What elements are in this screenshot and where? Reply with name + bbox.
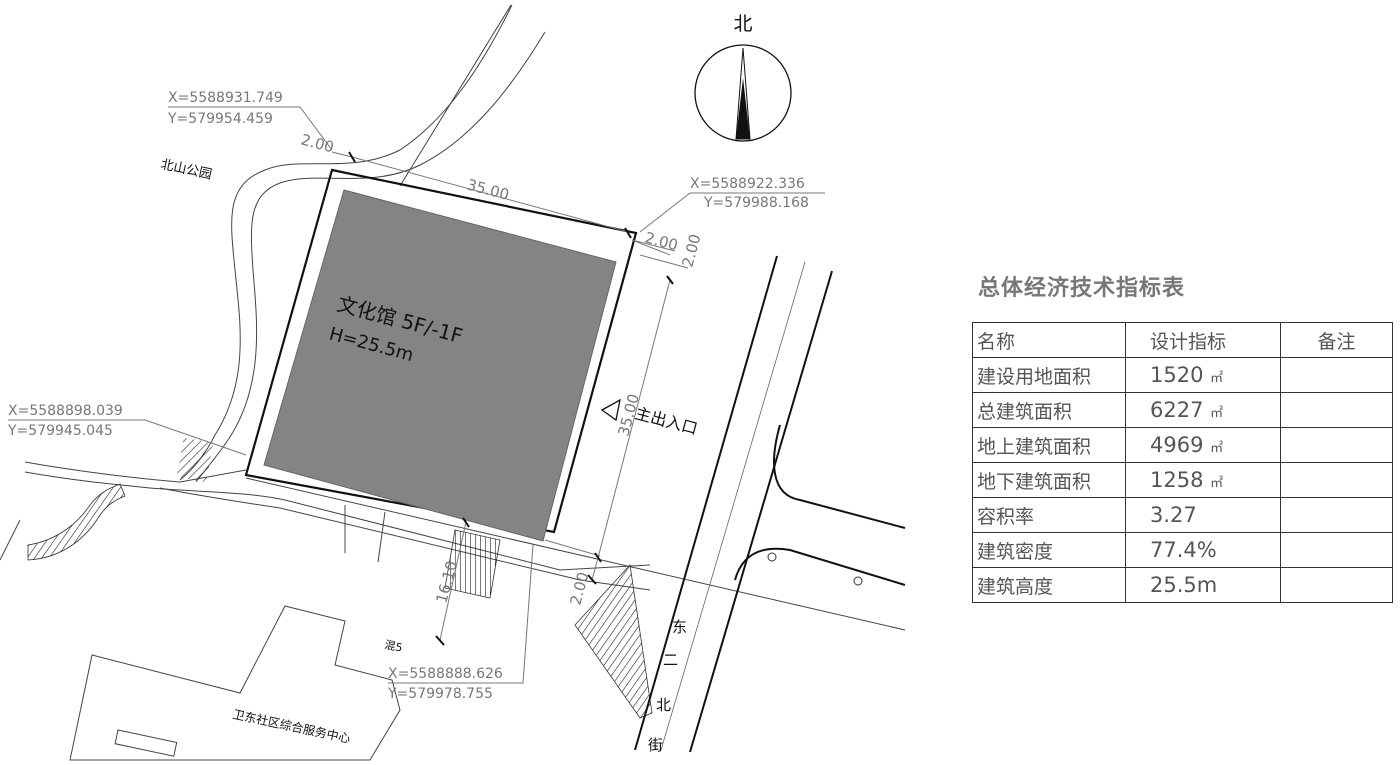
table-row: 建筑密度 77.4% bbox=[972, 532, 1393, 568]
street-char: 北 bbox=[656, 696, 671, 714]
dim-right-offset-a: 2.00 bbox=[643, 228, 680, 254]
service-center-label: 卫东社区综合服务中心 bbox=[231, 706, 352, 746]
path-stair-hatch bbox=[176, 437, 214, 483]
row-value: 1520 ㎡ bbox=[1125, 357, 1281, 393]
row-note bbox=[1280, 567, 1393, 603]
lower-road bbox=[0, 461, 651, 571]
street-char: 二 bbox=[663, 651, 678, 669]
front-road bbox=[159, 477, 906, 631]
value-unit: ㎡ bbox=[1210, 371, 1224, 386]
dim-top-offset: 2.00 bbox=[299, 130, 336, 156]
table-row: 地下建筑面积 1258 ㎡ bbox=[972, 462, 1393, 498]
row-note bbox=[1280, 532, 1393, 568]
row-value: 3.27 bbox=[1125, 497, 1281, 533]
street-char: 东 bbox=[672, 618, 687, 636]
coord-x: X=5588898.039 bbox=[8, 403, 123, 419]
table-row: 建设用地面积 1520 ㎡ bbox=[972, 357, 1393, 393]
value-number: 25.5m bbox=[1150, 573, 1218, 597]
site-boundary bbox=[244, 168, 638, 534]
coord-x: X=5588922.336 bbox=[690, 176, 805, 192]
row-value: 77.4% bbox=[1125, 532, 1281, 568]
coord-y: Y=579945.045 bbox=[7, 423, 113, 439]
table-title: 总体经济技术指标表 bbox=[978, 276, 1186, 301]
header-note: 备注 bbox=[1280, 322, 1393, 358]
row-name: 建筑高度 bbox=[972, 567, 1126, 603]
row-value: 4969 ㎡ bbox=[1125, 427, 1281, 463]
marker-circle bbox=[767, 552, 777, 562]
coord-1: X=5588931.749 Y=579954.459 bbox=[167, 90, 283, 127]
indicator-table: 名称 设计指标 备注 建设用地面积 1520 ㎡ 总建筑面积 6227 ㎡ 地上… bbox=[972, 322, 1393, 603]
coord-2: X=5588922.336 Y=579988.168 bbox=[690, 176, 809, 211]
park-label: 北山公园 bbox=[159, 157, 213, 182]
street-char: 街 bbox=[648, 736, 663, 754]
cross-street bbox=[734, 424, 906, 586]
service-center-step bbox=[114, 729, 178, 757]
dim-right-offset-b: 2.00 bbox=[678, 232, 704, 269]
row-name: 建设用地面积 bbox=[972, 357, 1126, 393]
table-header-row: 名称 设计指标 备注 bbox=[972, 322, 1393, 358]
north-arrow-fill bbox=[736, 78, 750, 139]
coord-3: X=5588898.039 Y=579945.045 bbox=[7, 403, 123, 439]
row-name: 总建筑面积 bbox=[972, 392, 1126, 428]
coord-y: Y=579978.755 bbox=[387, 686, 493, 702]
street-centerline bbox=[660, 261, 806, 751]
table-row: 容积率 3.27 bbox=[972, 497, 1393, 533]
value-unit: ㎡ bbox=[1210, 476, 1224, 491]
coord-x: X=5588888.626 bbox=[388, 666, 503, 682]
row-value: 1258 ㎡ bbox=[1125, 462, 1281, 498]
hun5-label: 混5 bbox=[383, 638, 403, 654]
service-center-outline bbox=[69, 605, 401, 761]
value-number: 4969 bbox=[1150, 433, 1204, 457]
header-indicator: 设计指标 bbox=[1125, 322, 1281, 358]
row-note bbox=[1280, 392, 1393, 428]
row-note bbox=[1280, 497, 1393, 533]
value-number: 1520 bbox=[1150, 363, 1204, 387]
north-label: 北 bbox=[733, 13, 752, 35]
row-value: 6227 ㎡ bbox=[1125, 392, 1281, 428]
dimension-ticks bbox=[348, 151, 674, 646]
north-circle bbox=[694, 44, 792, 142]
main-entrance-label: 主出入口 bbox=[633, 404, 700, 439]
value-number: 1258 bbox=[1150, 468, 1204, 492]
header-name: 名称 bbox=[972, 322, 1126, 358]
row-name: 地下建筑面积 bbox=[972, 462, 1126, 498]
site-plan: 北 文化馆 5F/-1F H=25.5m bbox=[0, 4, 906, 761]
dimension-lines bbox=[331, 151, 689, 641]
row-name: 建筑密度 bbox=[972, 532, 1126, 568]
entrance-triangle bbox=[600, 398, 621, 422]
value-unit: ㎡ bbox=[1210, 441, 1224, 456]
coord-y: Y=579954.459 bbox=[167, 111, 273, 127]
table-row: 总建筑面积 6227 ㎡ bbox=[972, 392, 1393, 428]
row-note bbox=[1280, 462, 1393, 498]
value-number: 77.4% bbox=[1150, 538, 1217, 562]
street-name: 东 二 北 街 bbox=[648, 618, 687, 754]
row-note bbox=[1280, 427, 1393, 463]
entry-steps-hatch bbox=[444, 529, 501, 599]
coord-4: X=5588888.626 Y=579978.755 bbox=[387, 666, 503, 702]
row-value: 25.5m bbox=[1125, 567, 1281, 603]
value-number: 3.27 bbox=[1150, 503, 1197, 527]
coord-x: X=5588931.749 bbox=[168, 90, 283, 106]
table-row: 地上建筑面积 4969 ㎡ bbox=[972, 427, 1393, 463]
main-street bbox=[634, 255, 833, 753]
dim-bottom-offset: 2.00 bbox=[566, 570, 592, 607]
ramp-hatch bbox=[574, 564, 653, 719]
north-arrow: 北 bbox=[694, 13, 792, 142]
row-name: 地上建筑面积 bbox=[972, 427, 1126, 463]
path-road bbox=[179, 4, 546, 483]
building-footprint bbox=[263, 189, 617, 542]
curved-stair-hatch bbox=[27, 483, 126, 561]
row-note bbox=[1280, 357, 1393, 393]
coord-y: Y=579988.168 bbox=[703, 195, 809, 211]
table-row: 建筑高度 25.5m bbox=[972, 567, 1393, 603]
marker-circle bbox=[853, 576, 863, 586]
indicator-panel: 总体经济技术指标表 名称 设计指标 备注 建设用地面积 1520 ㎡ 总建筑面积… bbox=[972, 262, 1393, 603]
value-number: 6227 bbox=[1150, 398, 1204, 422]
coordinate-callouts bbox=[8, 106, 825, 684]
value-unit: ㎡ bbox=[1210, 406, 1224, 421]
row-name: 容积率 bbox=[972, 497, 1126, 533]
